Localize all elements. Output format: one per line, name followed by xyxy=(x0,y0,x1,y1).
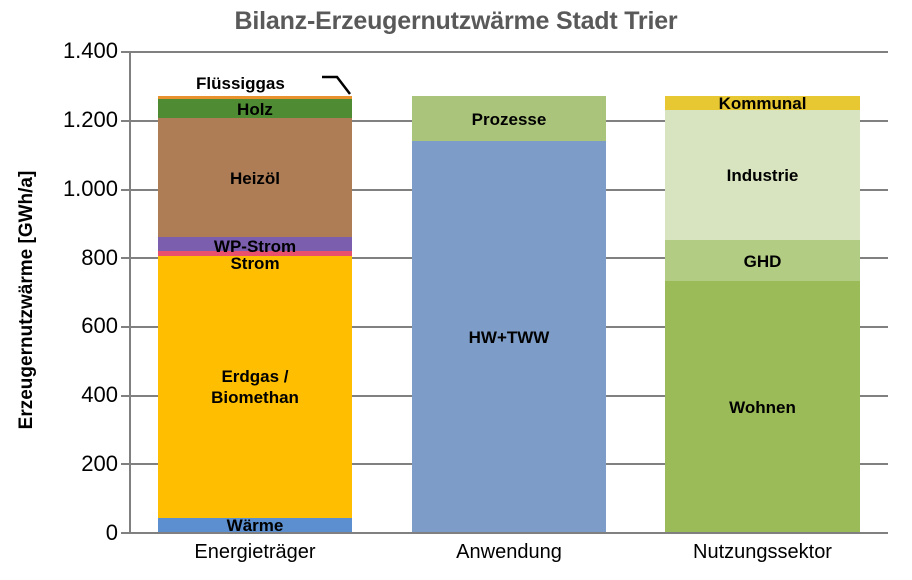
y-tick-1200: 1.200 xyxy=(62,107,118,132)
x-axis-label-anwendung: Anwendung xyxy=(456,541,562,563)
bar-segment-label-industrie: Industrie xyxy=(726,166,799,186)
y-tick-1400: 1.400 xyxy=(62,38,118,63)
bar-segment-label-hw-tww: HW+TWW xyxy=(468,327,550,347)
x-axis-label-nutzungssektor: Nutzungssektor xyxy=(693,541,832,563)
stacked-bar-nutzungssektor[interactable]: Wohnen GHD Industrie Kommunal xyxy=(665,94,860,532)
y-tick-600: 600 xyxy=(81,313,118,338)
bar-segment-label-wohnen: Wohnen xyxy=(729,397,796,417)
gridline-0 xyxy=(130,532,888,534)
callout-leader-line-icon xyxy=(322,75,351,95)
y-axis-line xyxy=(129,51,131,534)
y-axis-tick-labels: 1.400 1.200 1.000 800 600 400 200 0 xyxy=(0,0,118,580)
tick-mark-1400 xyxy=(121,51,130,53)
bar-segment-label-strom: Strom xyxy=(230,253,280,273)
tick-mark-600 xyxy=(121,326,130,328)
tick-mark-0 xyxy=(121,532,130,534)
stacked-bar-anwendung[interactable]: HW+TWW Prozesse xyxy=(412,96,606,532)
bar-segment-fl-ssiggas[interactable] xyxy=(158,96,352,100)
bar-segment-label-w-rme: Wärme xyxy=(226,516,284,536)
bar-segment-label-prozesse: Prozesse xyxy=(471,109,547,129)
bar-segment-ghd[interactable] xyxy=(665,239,860,282)
gridline-1400 xyxy=(130,51,888,53)
y-tick-200: 200 xyxy=(81,451,118,476)
bar-segment-hw-tww[interactable] xyxy=(412,141,606,532)
chart-title: Bilanz-Erzeugernutzwärme Stadt Trier xyxy=(234,7,678,35)
tick-mark-1000 xyxy=(121,189,130,191)
bar-segment-wohnen[interactable] xyxy=(665,281,860,532)
bar-segment-w-rme[interactable] xyxy=(158,518,352,532)
tick-mark-400 xyxy=(121,395,130,397)
bar-segment-heiz-l[interactable] xyxy=(158,118,352,238)
bar-segment-label-erdgas-biomethan: Erdgas /Biomethan xyxy=(211,367,299,408)
bar-segment-label-heiz-l: Heizöl xyxy=(229,168,281,188)
bar-segment-label-ghd: GHD xyxy=(743,251,782,271)
bar-segment-wp-strom[interactable] xyxy=(158,237,352,251)
callout-label-fluessiggas: Flüssiggas xyxy=(196,74,285,93)
bar-segment-label-wp-strom: WP-Strom xyxy=(213,237,297,257)
tick-mark-1200 xyxy=(121,120,130,122)
y-tick-1000: 1.000 xyxy=(62,176,118,201)
bar-segment-label-holz: Holz xyxy=(237,99,273,119)
y-tick-400: 400 xyxy=(81,382,118,407)
bar-segment-kommunal[interactable] xyxy=(665,96,860,111)
bar-segment-prozesse[interactable] xyxy=(412,96,606,142)
y-tick-800: 800 xyxy=(81,245,118,270)
tick-mark-200 xyxy=(121,463,130,465)
x-axis-label-energietraeger: Energieträger xyxy=(194,541,316,563)
bar-segment-label-kommunal: Kommunal xyxy=(718,94,807,114)
y-tick-0: 0 xyxy=(105,520,118,545)
bar-segment-strom[interactable] xyxy=(158,250,352,257)
bar-segment-holz[interactable] xyxy=(158,99,352,119)
bar-segment-erdgas-biomethan[interactable] xyxy=(158,256,352,519)
tick-mark-800 xyxy=(121,257,130,259)
bar-segment-industrie[interactable] xyxy=(665,110,860,240)
